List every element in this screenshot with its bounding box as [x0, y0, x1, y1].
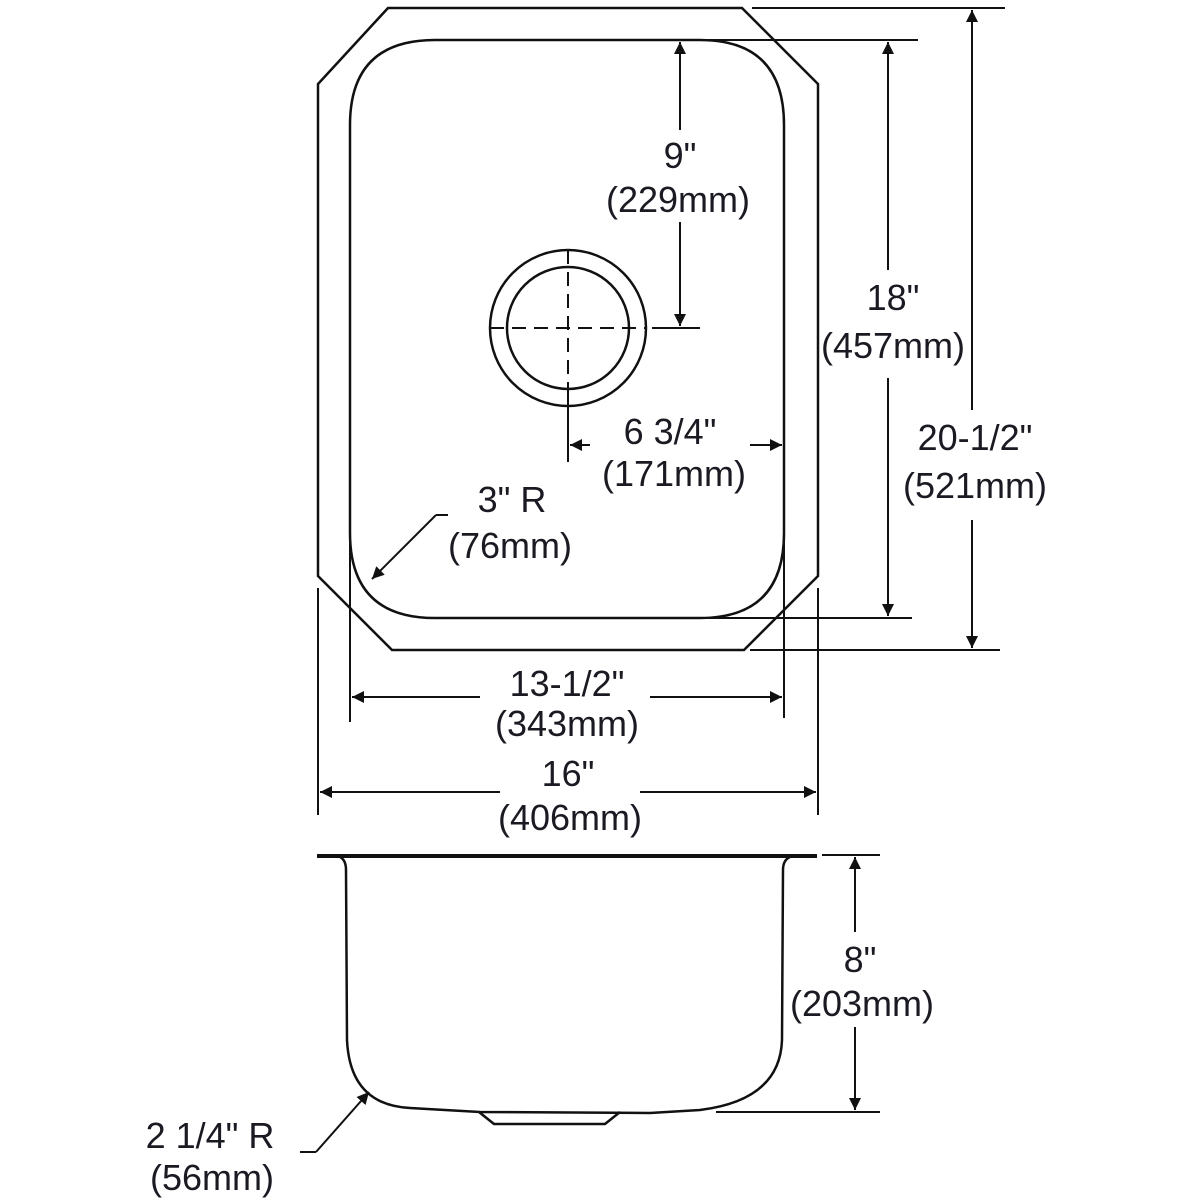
drain-profile: [478, 1111, 621, 1126]
dimension-label: 6 3/4": [624, 411, 717, 452]
dimension-label-metric: (406mm): [498, 797, 642, 838]
dimension-bottom-radius: 2 1/4" R (56mm): [146, 1091, 370, 1198]
drain: [488, 248, 648, 408]
dimension-label: 9": [664, 135, 697, 176]
dimension-label: 3" R: [478, 479, 547, 520]
dimension-corner-radius: 3" R (76mm): [371, 479, 572, 580]
dimension-label-metric: (56mm): [150, 1157, 274, 1198]
bowl-profile: [339, 855, 791, 1115]
dimension-bowl-width: 13-1/2" (343mm): [349, 530, 785, 744]
dimension-depth: 8" (203mm): [716, 854, 934, 1113]
dimension-label-metric: (203mm): [790, 983, 934, 1024]
dimension-bowl-length: 18" (457mm): [700, 39, 965, 619]
dimension-label: 13-1/2": [510, 663, 625, 704]
dimension-overall-length: 20-1/2" (521mm): [750, 7, 1047, 651]
dimension-label: 18": [867, 277, 920, 318]
dimension-label: 16": [542, 753, 595, 794]
dimension-label-metric: (171mm): [602, 453, 746, 494]
dimension-label: 8": [844, 939, 877, 980]
dimension-label-metric: (521mm): [903, 465, 1047, 506]
dimension-drain-to-side: 6 3/4" (171mm): [567, 395, 782, 494]
dimension-label-metric: (229mm): [606, 179, 750, 220]
dimension-label-metric: (457mm): [821, 325, 965, 366]
dimension-overall-width: 16" (406mm): [317, 588, 819, 838]
dimension-drain-to-back: 9" (229mm): [606, 42, 750, 329]
sink-outer-flange: [316, 6, 820, 652]
dimension-label-metric: (76mm): [448, 525, 572, 566]
dimension-label-metric: (343mm): [495, 703, 639, 744]
dimension-label: 2 1/4" R: [146, 1115, 275, 1156]
dimension-label: 20-1/2": [918, 417, 1033, 458]
top-view: 9" (229mm) 18" (457mm) 20-1/2" (521mm): [316, 6, 1047, 838]
side-view: 8" (203mm) 2 1/4" R (56mm): [146, 854, 934, 1198]
